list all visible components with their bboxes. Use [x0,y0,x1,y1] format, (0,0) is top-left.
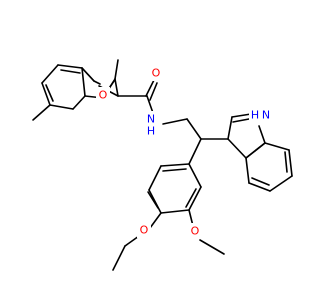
amide-bonds [117,79,202,140]
svg-text:O: O [152,67,161,80]
svg-text:N: N [262,109,270,122]
svg-text:O: O [140,224,149,237]
molecule-structure: O O N H H N O O [32,59,293,271]
svg-text:H: H [147,125,155,138]
svg-text:H: H [251,109,259,122]
atom-ethoxy-oxygen: O [137,222,151,238]
atom-methoxy-oxygen: O [188,223,202,239]
atom-furan-oxygen: O [96,87,110,103]
atom-amide-nitrogen: N H [143,111,159,139]
indole-bonds [200,113,293,192]
phenyl-bonds [112,138,225,271]
svg-text:N: N [147,113,155,126]
svg-text:O: O [99,89,108,102]
svg-text:O: O [191,225,200,238]
atom-indole-nitrogen: H N [249,107,275,125]
atom-amide-oxygen: O [149,65,163,81]
